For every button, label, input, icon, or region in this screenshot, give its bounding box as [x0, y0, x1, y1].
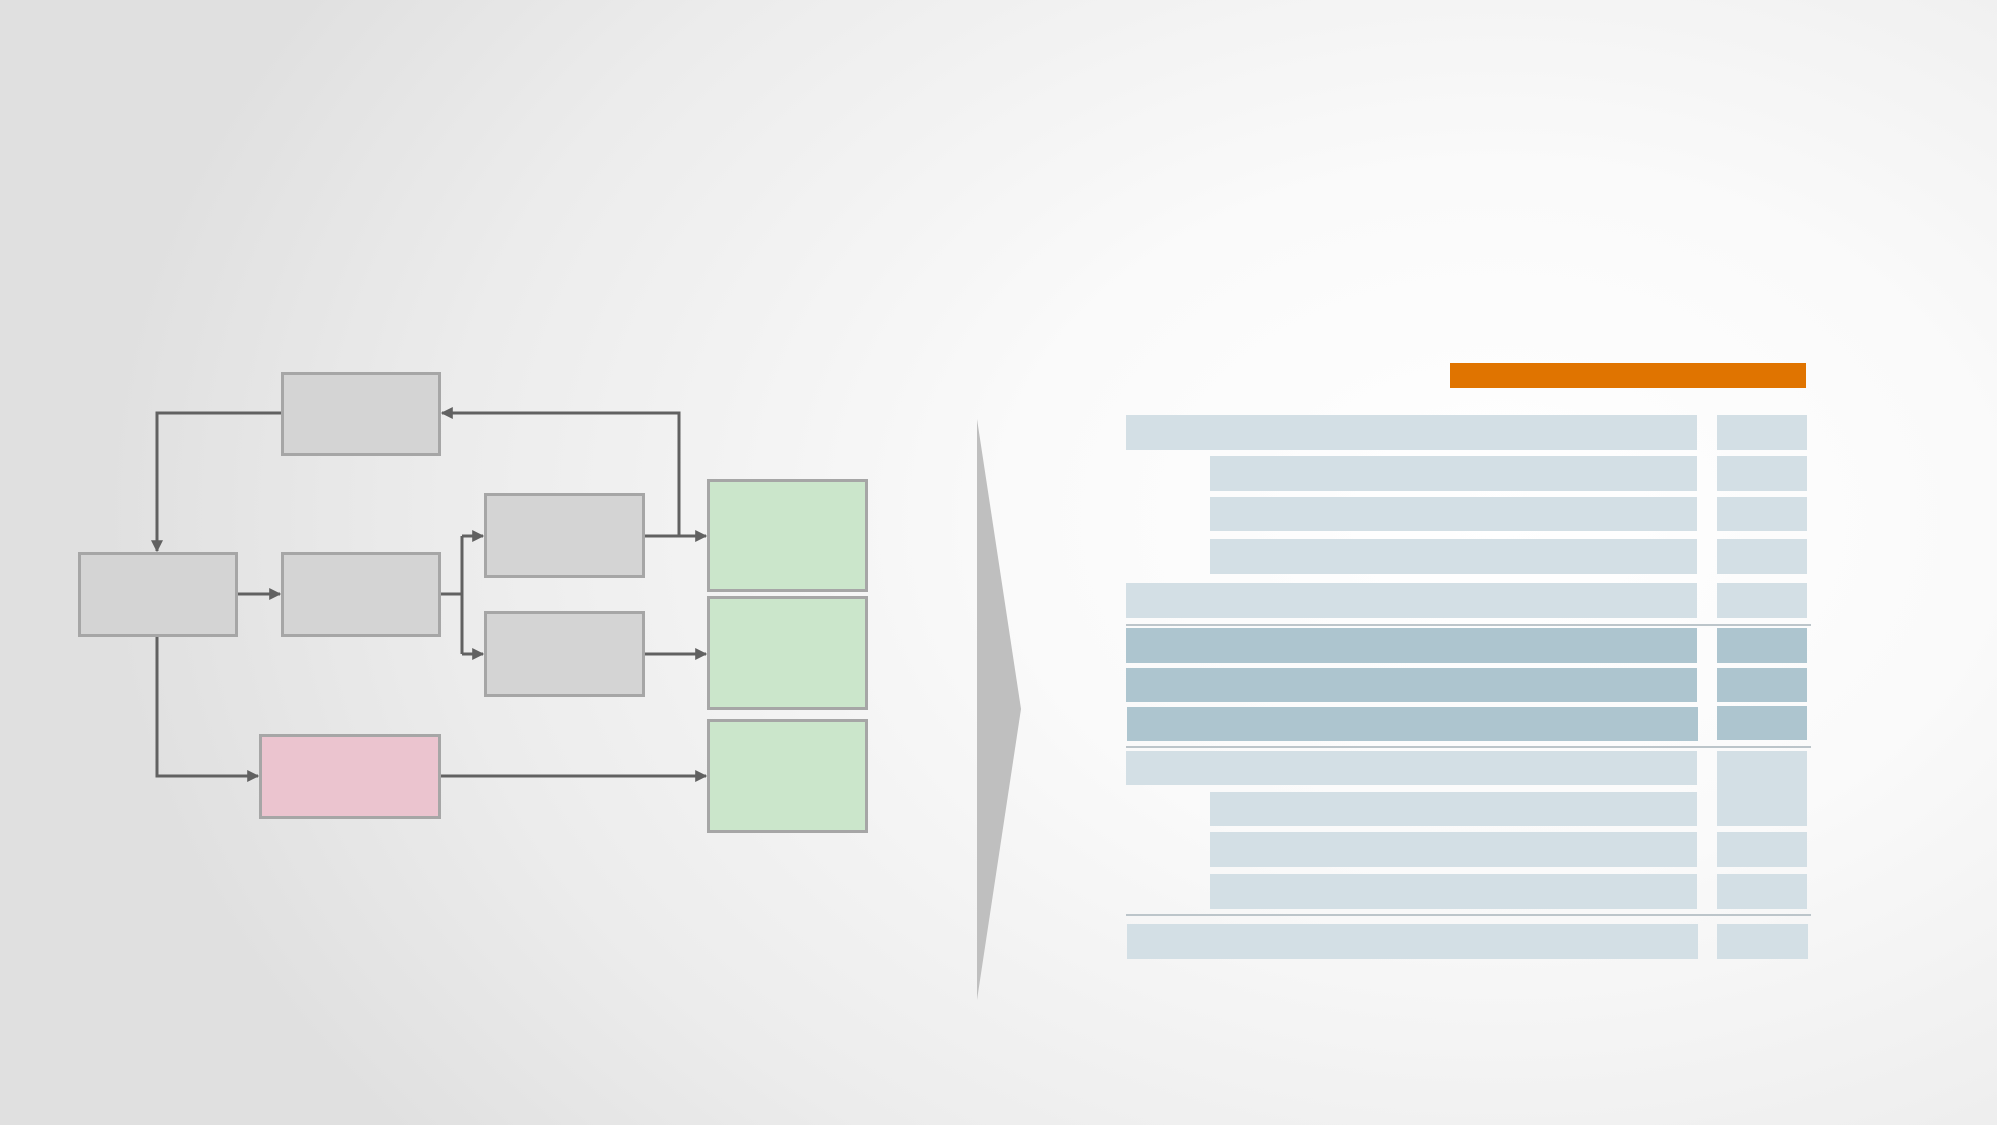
process-box-branch-lower [484, 611, 645, 697]
table-divider [1126, 746, 1811, 748]
alternate-box [259, 734, 441, 819]
connector-start-to-alternate [155, 637, 260, 782]
row-value-bar [1717, 751, 1807, 826]
row-value-bar [1717, 706, 1807, 740]
table-divider [1126, 914, 1811, 916]
row-label-bar [1126, 583, 1697, 618]
connector-loop-back [440, 407, 681, 536]
table-header-bar [1450, 363, 1806, 388]
row-label-bar [1126, 668, 1697, 702]
row-value-bar [1717, 539, 1807, 574]
row-value-bar [1717, 497, 1807, 531]
row-label-bar [1126, 415, 1697, 450]
row-label-bar [1210, 539, 1697, 574]
row-label-bar [1210, 456, 1697, 491]
row-value-bar [1717, 874, 1807, 909]
table-divider [1126, 624, 1811, 626]
row-label-bar [1210, 832, 1697, 867]
row-value-bar [1717, 415, 1807, 450]
row-value-bar [1717, 628, 1807, 663]
row-value-bar [1717, 832, 1807, 867]
row-label-bar [1127, 707, 1698, 741]
connector-top-to-start [151, 411, 281, 553]
process-box-branch-upper [484, 493, 645, 578]
output-box-3 [707, 719, 868, 833]
row-label-bar [1210, 497, 1697, 531]
row-label-bar [1126, 751, 1697, 785]
row-value-bar [1717, 583, 1807, 618]
row-label-bar [1127, 924, 1698, 959]
process-box-top [281, 372, 441, 456]
process-box-middle [281, 552, 441, 637]
row-value-bar [1717, 456, 1807, 491]
row-label-bar [1210, 792, 1697, 826]
row-value-bar [1717, 924, 1808, 959]
row-value-bar [1717, 668, 1807, 702]
row-label-bar [1210, 874, 1697, 909]
output-box-2 [707, 596, 868, 710]
row-label-bar [1126, 628, 1697, 663]
process-box-start [78, 552, 238, 637]
output-box-1 [707, 479, 868, 592]
chevron-arrow-icon [977, 419, 1021, 1000]
